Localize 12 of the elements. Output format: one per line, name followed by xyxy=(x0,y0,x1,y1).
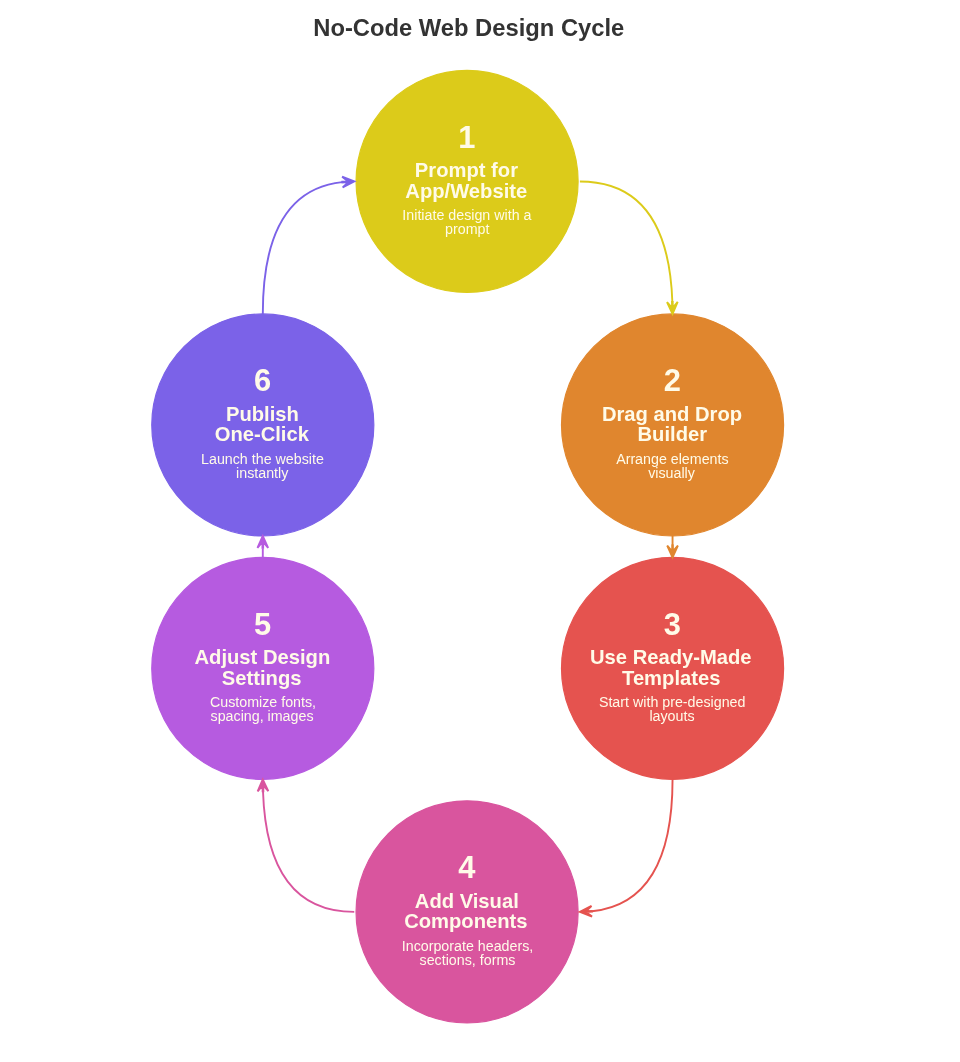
arrow xyxy=(578,778,673,918)
arrow xyxy=(256,778,355,913)
arrow xyxy=(261,175,355,315)
arrow xyxy=(578,180,679,315)
node-circle: 3 Use Ready-Made Templates Start with pre-designed layouts xyxy=(560,556,784,781)
node-circle: 4 Add Visual Components Incorporate headers, sections, forms xyxy=(354,800,579,1024)
node-circle: 6 Publish One-Click Launch the website instantly xyxy=(150,313,374,537)
node-circle: 2 Drag and Drop Builder Arrange elements visually xyxy=(560,313,784,537)
diagram-title: No-Code Web Design Cycle xyxy=(312,13,624,41)
node-circle: 5 Adjust Design Settings Customize fonts, spacing, images xyxy=(150,556,374,781)
node-circle: 1 Prompt for App/Website Initiate design with a prompt xyxy=(354,69,579,294)
arrow xyxy=(256,535,269,559)
